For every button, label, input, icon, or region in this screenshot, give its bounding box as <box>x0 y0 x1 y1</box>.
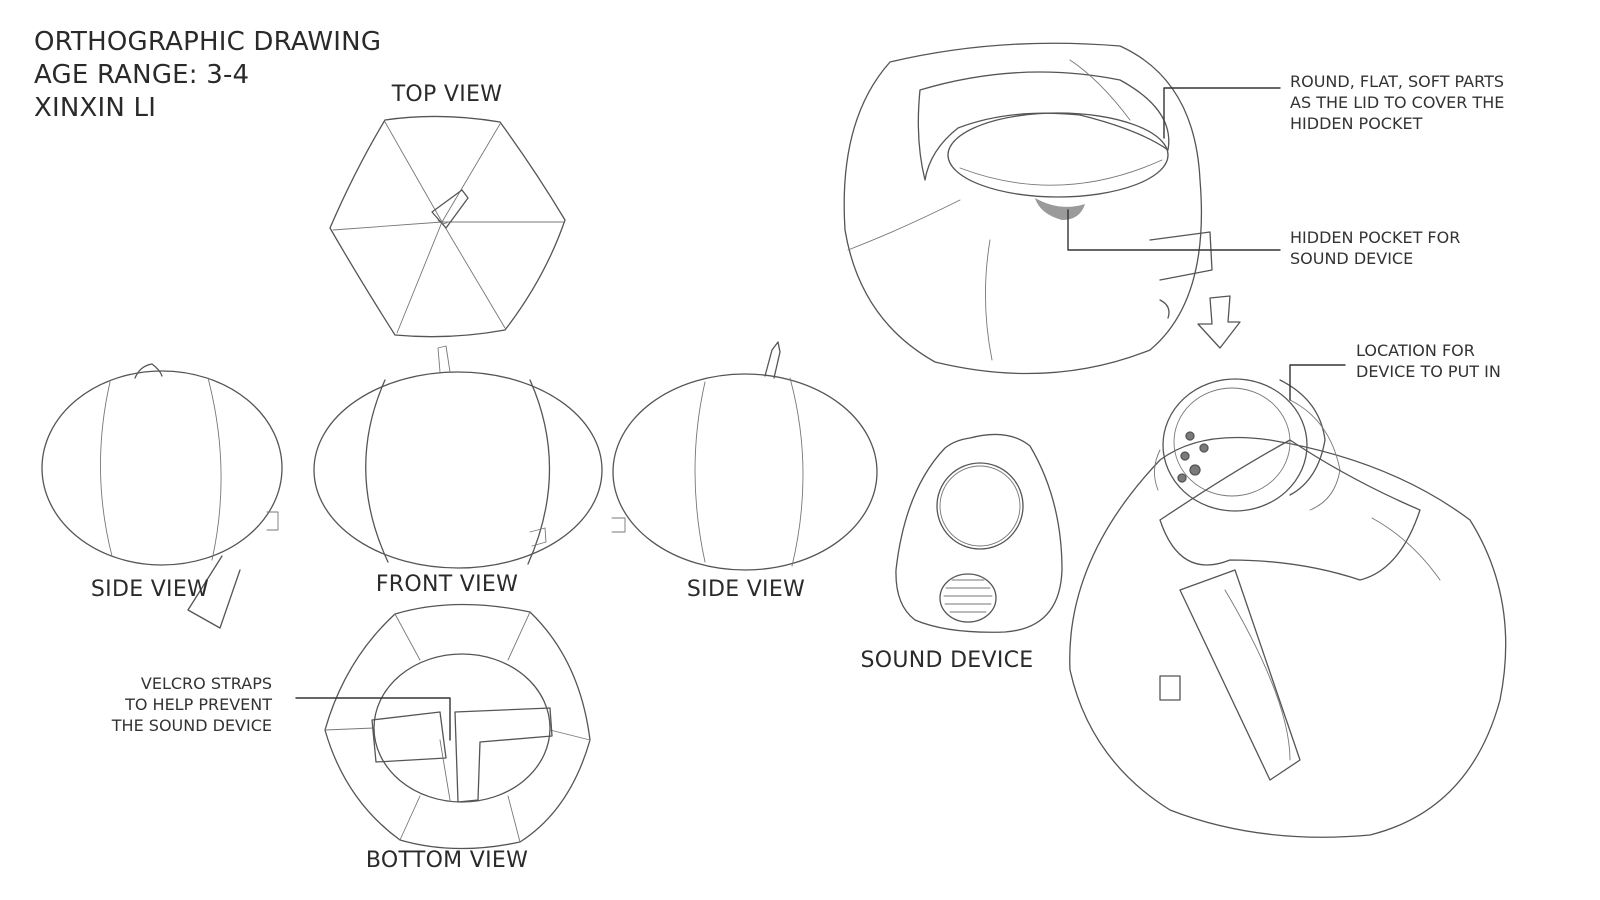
title-line-2: AGE RANGE: 3-4 <box>34 60 250 90</box>
lid-annotation: ROUND, FLAT, SOFT PARTS AS THE LID TO CO… <box>1290 71 1504 134</box>
velcro-annotation: VELCRO STRAPS TO HELP PREVENT THE SOUND … <box>100 673 272 736</box>
leader-lines <box>295 87 1346 741</box>
velcro-annotation-line-1: VELCRO STRAPS <box>140 674 272 693</box>
bottom-view-label: BOTTOM VIEW <box>365 848 529 873</box>
velcro-annotation-line-3: THE SOUND DEVICE <box>111 716 272 735</box>
side-view-right-label: SIDE VIEW <box>686 577 806 602</box>
lid-annotation-line-2: AS THE LID TO COVER THE <box>1290 93 1505 112</box>
front-view-label: FRONT VIEW <box>375 572 519 597</box>
bottom-view-drawing <box>324 603 591 850</box>
velcro-annotation-line-2: TO HELP PREVENT <box>125 695 272 714</box>
front-view-drawing <box>313 345 603 569</box>
drawing-title-block: ORTHOGRAPHIC DRAWING AGE RANGE: 3-4 XINX… <box>34 26 381 125</box>
side-view-right-drawing <box>611 341 878 571</box>
down-arrow-icon <box>1197 295 1241 349</box>
side-view-left-label: SIDE VIEW <box>90 577 210 602</box>
device-inserted-perspective-drawing <box>1069 378 1507 838</box>
side-view-left-drawing <box>41 363 283 629</box>
location-annotation-line-1: LOCATION FOR <box>1356 341 1475 360</box>
title-line-3: XINXIN LI <box>34 93 157 123</box>
location-annotation-line-2: DEVICE TO PUT IN <box>1356 362 1501 381</box>
location-annotation: LOCATION FOR DEVICE TO PUT IN <box>1356 340 1501 382</box>
title-line-1: ORTHOGRAPHIC DRAWING <box>34 27 382 57</box>
pocket-annotation: HIDDEN POCKET FOR SOUND DEVICE <box>1290 227 1460 269</box>
pocket-annotation-line-1: HIDDEN POCKET FOR <box>1290 228 1461 247</box>
top-view-drawing <box>329 115 566 338</box>
sound-device-label: SOUND DEVICE <box>860 648 1034 673</box>
pocket-annotation-line-2: SOUND DEVICE <box>1290 249 1414 268</box>
lid-perspective-drawing <box>843 42 1213 375</box>
top-view-label: TOP VIEW <box>391 82 503 107</box>
sound-device-drawing <box>895 433 1063 633</box>
lid-annotation-line-1: ROUND, FLAT, SOFT PARTS <box>1290 72 1504 91</box>
lid-annotation-line-3: HIDDEN POCKET <box>1290 114 1423 133</box>
